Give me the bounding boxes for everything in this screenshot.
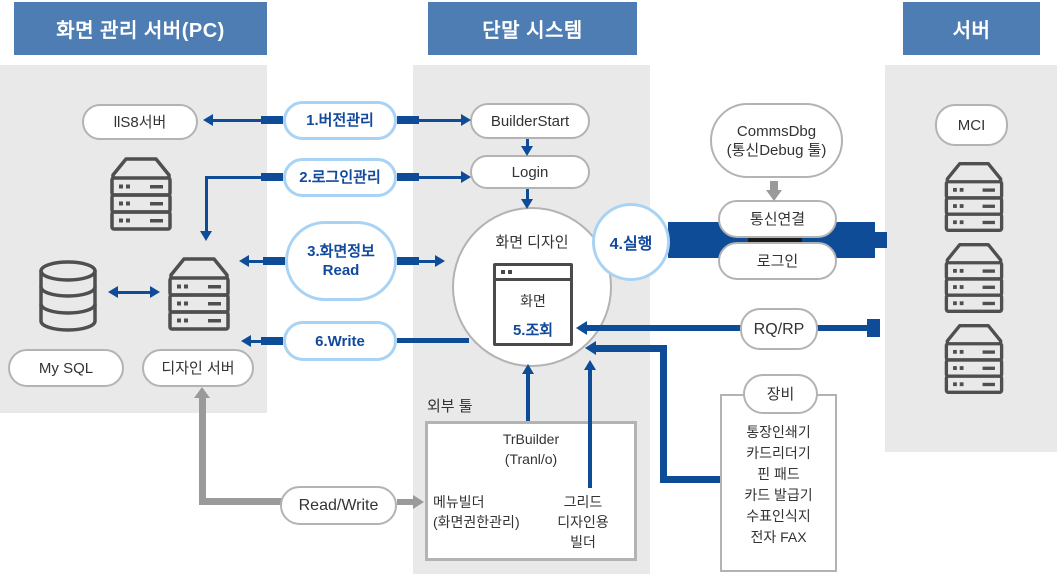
comm-connect-node: 통신연결 xyxy=(718,200,837,238)
trbuilder-label: TrBuilder (Tranl/o) xyxy=(502,431,560,467)
device-item: 수표인식지 xyxy=(746,508,811,524)
line-readwrite-v xyxy=(199,398,206,502)
line-circle-to-step6 xyxy=(397,338,469,343)
arrow-step3-to-designserver-head xyxy=(239,255,249,267)
mci-node: MCI xyxy=(935,104,1008,146)
arrow-step6-left-line xyxy=(251,340,261,343)
rqrp-node: RQ/RP xyxy=(740,308,818,350)
arrow-readwrite-to-tools-head xyxy=(413,495,424,509)
design-server-icon xyxy=(163,252,235,336)
arrow-readwrite-to-designserver-head xyxy=(194,387,210,398)
iis8-server-node: llS8서버 xyxy=(82,104,198,140)
step5-label: 5.조회 xyxy=(512,322,554,339)
arrow-step6-to-server-head xyxy=(241,335,251,347)
arrow-step2-hline xyxy=(205,176,261,179)
server-stack-icon-3 xyxy=(938,319,1010,399)
readwrite-node: Read/Write xyxy=(280,486,397,525)
execution-bus-endcap xyxy=(875,232,887,248)
menu-builder-label: 메뉴빌더 (화면권한관리) xyxy=(433,494,520,530)
devices-title-node: 장비 xyxy=(743,374,818,414)
line-devices-v xyxy=(660,345,667,483)
header-server: 서버 xyxy=(903,2,1040,55)
arrow-step1-to-iis8-head xyxy=(203,114,213,126)
arrow-step2-left-stub xyxy=(261,173,283,181)
arrow-step3-right-line xyxy=(419,260,435,263)
grid-builder-label: 그리드 디자인용 빌더 xyxy=(557,494,609,550)
line-commsdbg-connect xyxy=(770,181,778,192)
line-login-circle xyxy=(526,189,529,200)
external-tools-label: 외부 툴 xyxy=(427,398,473,415)
line-readwrite-h xyxy=(199,498,283,505)
arrow-step3-left-line xyxy=(249,260,263,263)
server-stack-icon-2 xyxy=(938,238,1010,318)
server-stack-icon-1 xyxy=(938,157,1010,237)
arrow-db-server-right-head xyxy=(150,286,160,298)
device-item: 핀 패드 xyxy=(757,466,800,482)
step6-node: 6.Write xyxy=(283,321,397,361)
comm-login-node: 로그인 xyxy=(718,242,837,280)
arrow-step1-to-builderstart-head xyxy=(461,114,471,126)
device-item: 카드리더기 xyxy=(746,445,811,461)
header-server-label: 서버 xyxy=(952,20,991,42)
arrow-step6-left-stub xyxy=(261,337,283,345)
arrow-step2-vline xyxy=(205,176,208,232)
arrow-step3-left-stub xyxy=(263,257,285,265)
commsdbg-node: CommsDbg (통신Debug 툴) xyxy=(710,103,843,178)
line-gridbuilder-circle xyxy=(588,370,592,488)
step4-label: 4.실행 xyxy=(609,236,653,253)
line-devices-h1 xyxy=(596,345,662,352)
login-node: Login xyxy=(470,155,590,189)
window-title: 화면 xyxy=(520,293,546,309)
arrow-rqrp-to-circle-head xyxy=(576,321,587,335)
arrow-step1-to-iis8-line xyxy=(213,119,261,122)
comm-divider-line xyxy=(748,238,802,242)
arrow-step3-right-stub xyxy=(397,257,419,265)
arrow-trbuilder-circle-head xyxy=(522,364,534,374)
arrow-step1-to-builderstart-line xyxy=(419,119,461,122)
header-terminal: 단말 시스템 xyxy=(428,2,637,55)
line-readwrite-to-tools xyxy=(397,499,413,505)
mysql-node: My SQL xyxy=(8,349,124,387)
window-titlebar xyxy=(496,266,570,281)
step3-node: 3.화면정보 Read xyxy=(285,221,397,301)
device-item: 카드 발급기 xyxy=(744,487,813,503)
screen-window-icon: 화면 5.조회 xyxy=(493,263,573,346)
step4-node: 4.실행 xyxy=(592,203,670,281)
database-icon xyxy=(38,260,98,332)
devices-list: 통장인쇄기 카드리더기 핀 패드 카드 발급기 수표인식지 전자 FAX xyxy=(720,422,837,548)
header-pc: 화면 관리 서버(PC) xyxy=(14,2,267,55)
arrow-step3-to-circle-head xyxy=(435,255,445,267)
line-devices-h2 xyxy=(660,476,720,483)
builderstart-node: BuilderStart xyxy=(470,103,590,139)
header-pc-label: 화면 관리 서버(PC) xyxy=(56,20,225,42)
arrow-step1-right-stub xyxy=(397,116,419,124)
arrow-builderstart-login-head xyxy=(521,146,533,156)
line-rqrp-endcap xyxy=(867,319,880,337)
arrow-step2-to-login-head xyxy=(461,171,471,183)
arrow-db-server-line xyxy=(118,291,150,294)
window-dot xyxy=(508,270,512,274)
line-builderstart-login xyxy=(526,139,529,147)
arrow-db-server-left-head xyxy=(108,286,118,298)
design-server-node: 디자인 서버 xyxy=(142,349,254,387)
arrow-step2-right-stub xyxy=(397,173,419,181)
step2-node: 2.로그인관리 xyxy=(283,158,397,197)
external-tools-box xyxy=(425,421,637,561)
screen-design-label: 화면 디자인 xyxy=(495,234,569,251)
arrow-step2-to-designserver-head xyxy=(200,231,212,241)
device-item: 통장인쇄기 xyxy=(746,424,811,440)
arrow-commsdbg-connect-head xyxy=(766,190,782,201)
arrow-login-circle-head xyxy=(521,199,533,209)
server-icon xyxy=(105,152,177,236)
line-trbuilder-circle xyxy=(526,374,530,421)
header-terminal-label: 단말 시스템 xyxy=(482,20,583,42)
window-dot xyxy=(501,270,505,274)
line-rqrp xyxy=(586,325,868,331)
arrow-gridbuilder-circle-head xyxy=(584,360,596,370)
device-item: 전자 FAX xyxy=(750,529,807,545)
arrow-step1-left-stub xyxy=(261,116,283,124)
arrow-step2-to-login-line xyxy=(419,176,461,179)
step1-node: 1.버전관리 xyxy=(283,101,397,140)
arrow-devices-to-circle-head xyxy=(585,341,596,355)
